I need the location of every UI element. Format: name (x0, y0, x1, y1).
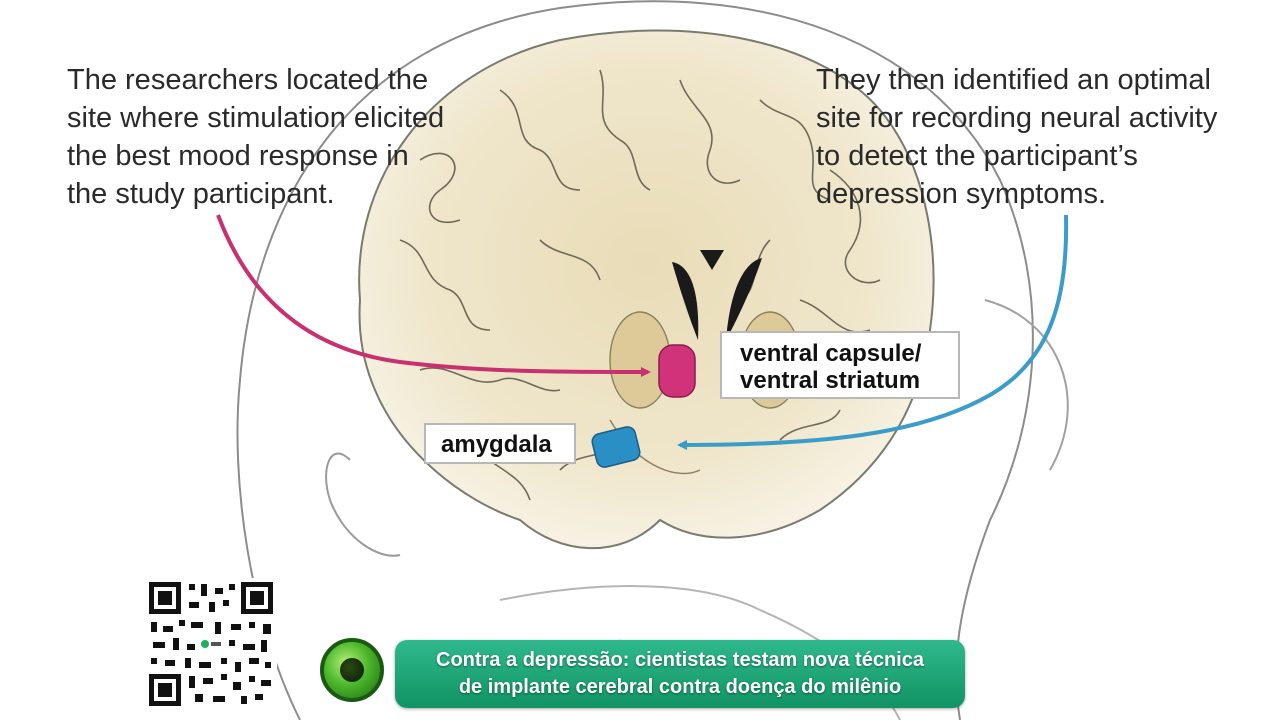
right-caption: They then identified an optimal site for… (816, 64, 1218, 210)
stimulation-site-marker (658, 344, 696, 398)
banner-line-2: de implante cerebral contra doença do mi… (458, 676, 902, 698)
stimulation-arrow (216, 214, 651, 377)
recording-arrow (677, 214, 1069, 450)
news-banner: Contra a depressão: cientistas testam no… (395, 640, 965, 708)
recording-site-marker (591, 426, 641, 468)
left-caption: The researchers located the site where s… (67, 64, 445, 210)
amygdala-label: amygdala (424, 423, 576, 464)
logo-pupil (340, 658, 364, 682)
qr-code-icon (145, 578, 277, 710)
banner-line-1: Contra a depressão: cientistas testam no… (436, 649, 924, 671)
green-eye-logo-icon (320, 638, 384, 702)
ventral-capsule-label: ventral capsule/ ventral striatum (720, 331, 960, 399)
